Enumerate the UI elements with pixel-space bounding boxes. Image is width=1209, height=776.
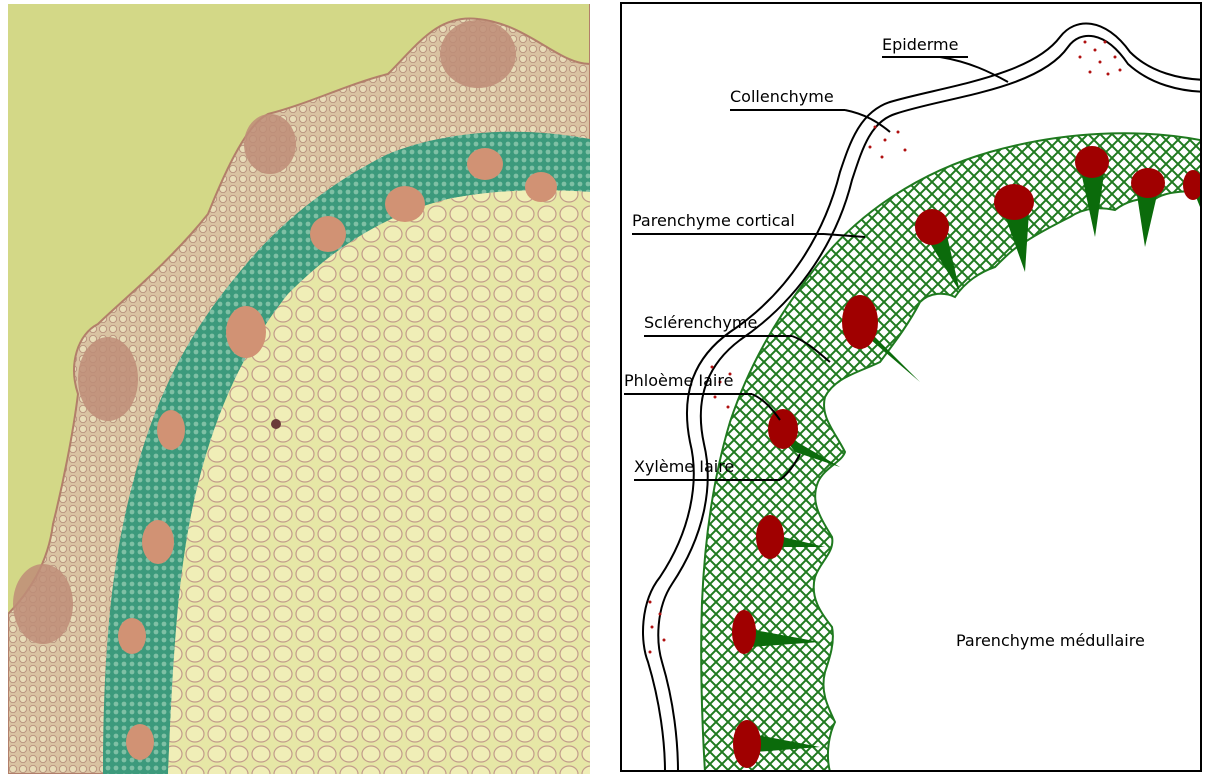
photo-collenchyme-bump — [244, 114, 296, 174]
photo-phloem-patch — [157, 410, 185, 450]
diagram-frame — [620, 2, 1202, 772]
photo-collenchyme-bump — [13, 564, 73, 644]
photo-collenchyme-bump — [440, 20, 516, 88]
photo-phloem-patch — [142, 520, 174, 564]
photo-phloem-patch — [385, 186, 425, 222]
photo-phloem-patch — [226, 306, 266, 358]
photo-phloem-patch — [310, 216, 346, 252]
photo-dark-spot — [271, 419, 281, 429]
micrograph-svg — [8, 4, 590, 774]
micrograph-photo — [8, 4, 590, 774]
photo-phloem-patch — [118, 618, 146, 654]
schematic-diagram: Epiderme Collenchyme Parenchyme cortical… — [620, 2, 1208, 776]
photo-phloem-patch — [525, 172, 557, 202]
photo-collenchyme-bump — [78, 337, 138, 421]
photo-phloem-patch — [467, 148, 503, 180]
photo-phloem-patch — [126, 724, 154, 760]
